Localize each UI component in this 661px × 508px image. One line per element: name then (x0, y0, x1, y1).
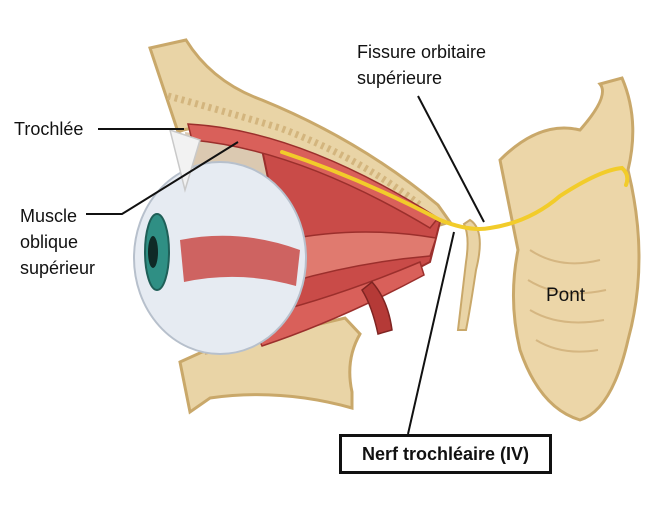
inferior-rectus-muscle (248, 260, 425, 347)
label-muscle-line3: supérieur (20, 258, 96, 278)
leader-fissure (417, 95, 485, 223)
label-fissure-line2: supérieure (357, 68, 443, 88)
label-fissure-orbitaire: Fissure orbitaire supérieure (357, 39, 486, 91)
label-muscle-line2: oblique (20, 232, 79, 252)
label-nerf-trochleaire: Nerf trochléaire (IV) (361, 443, 530, 464)
nerf-trochleaire-box: Nerf trochléaire (IV) (339, 434, 552, 474)
leader-nerf (407, 231, 455, 435)
lateral-rectus-muscle (284, 231, 437, 283)
pons-ridges (527, 249, 607, 353)
brainstem-icon (498, 76, 641, 422)
label-muscle-oblique-superieur: Muscle oblique supérieur (20, 203, 95, 281)
cut-muscle (361, 280, 393, 335)
upper-bone-inner (167, 92, 423, 208)
superior-oblique-muscle (187, 123, 440, 229)
superior-orbital-fissure (456, 218, 481, 331)
nerve-icon (280, 150, 630, 231)
label-fissure-line1: Fissure orbitaire (357, 42, 487, 62)
leader-muscle (86, 141, 239, 215)
pupil-icon (148, 236, 158, 268)
label-muscle-line1: Muscle (20, 206, 78, 226)
label-trochlee: Trochlée (14, 119, 84, 139)
label-pont: Pont (546, 285, 586, 306)
trochlea-tendon (168, 128, 201, 193)
eye-muscle-wrap (180, 235, 300, 286)
